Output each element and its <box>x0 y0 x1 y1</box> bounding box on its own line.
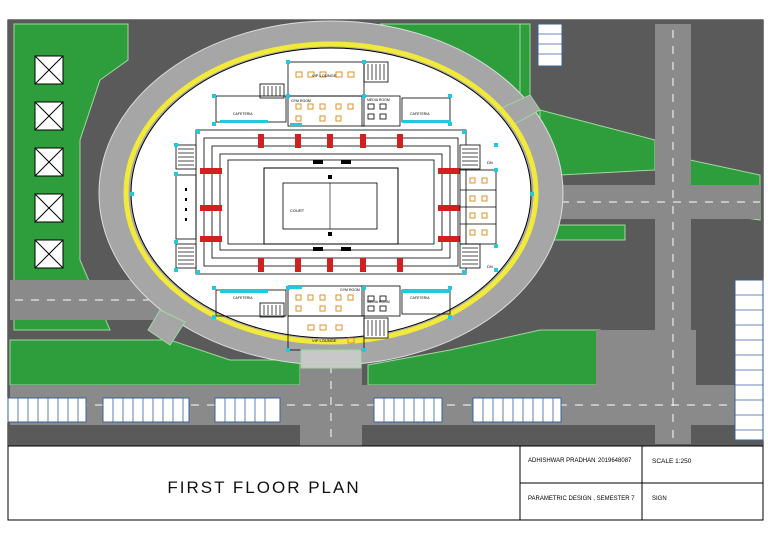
top-rooms <box>215 61 451 127</box>
scale-label: SCALE 1:250 <box>652 458 692 465</box>
cafeteria-counters <box>220 120 450 293</box>
yellow-band <box>123 41 539 345</box>
plan-title: FIRST FLOOR PLAN <box>167 478 361 497</box>
cafeteria-top-left-label: CAFETERIA <box>233 112 253 116</box>
gym-top-label: GYM ROOM <box>291 99 311 103</box>
sign-label: SIGN <box>652 496 667 502</box>
seat-blocks <box>313 160 351 251</box>
left-crossed-boxes <box>34 55 64 269</box>
media-room-furniture <box>367 103 387 312</box>
vip-lounge-bottom-label: VIP LOUNGE <box>312 338 337 343</box>
road-bottom-right <box>596 330 696 385</box>
vip-lounge-top-label: VIP LOUNGE <box>312 73 337 78</box>
furniture <box>295 71 488 344</box>
left-lobby <box>175 174 197 240</box>
stair-treads <box>178 64 478 336</box>
right-rooms <box>459 169 497 245</box>
court-boundary <box>263 167 399 245</box>
course-name: PARAMETRIC DESIGN , SEMESTER 7 <box>528 496 635 502</box>
red-seating-rows <box>200 134 460 272</box>
media-room-bottom-label: MEDIA ROOM <box>367 300 390 304</box>
author-name: ADHISHWAR PRADHAN <box>528 458 596 464</box>
structural-columns <box>130 60 534 352</box>
parking-stall-lines <box>17 33 763 431</box>
roll-number: 2019648087 <box>598 458 632 464</box>
parking-bays <box>7 23 764 441</box>
dn-right-bottom-label: DN <box>487 264 493 269</box>
cafeteria-top-right-label: CAFETERIA <box>410 112 430 116</box>
media-room-top-label: MEDIA ROOM <box>367 98 390 102</box>
entrance-walkway <box>300 349 362 369</box>
dn-right-top-label: DN <box>487 160 493 165</box>
gym-bottom-label: GYM ROOM <box>340 288 360 292</box>
court-label: COURT <box>290 208 305 213</box>
cafeteria-bottom-right-label: CAFETERIA <box>410 296 430 300</box>
left-lobby-marks <box>185 188 187 221</box>
cafeteria-bottom-left-label: CAFETERIA <box>233 296 253 300</box>
